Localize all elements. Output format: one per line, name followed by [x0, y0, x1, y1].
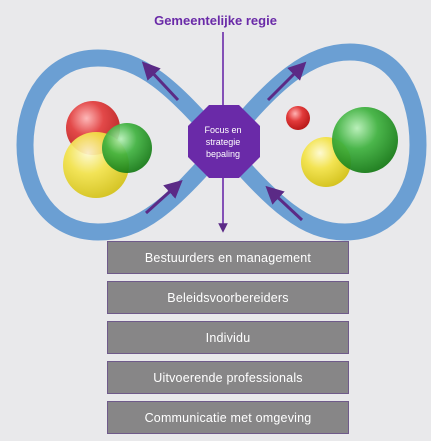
flow-arrow-bottom-right	[265, 185, 304, 222]
ball-red-right	[286, 106, 310, 130]
ball-green-left	[102, 123, 152, 173]
center-label-line-3: bepaling	[205, 149, 241, 159]
bar-beleidsvoorbereiders: Beleidsvoorbereiders	[107, 281, 349, 314]
diagram-title: Gemeentelijke regie	[154, 13, 277, 28]
center-label-line-2: strategie	[205, 137, 241, 147]
center-label-line-1: Focus en	[204, 125, 242, 135]
flow-arrow-bottom-left	[144, 179, 183, 215]
stakeholder-bars: Bestuurders en management Beleidsvoorber…	[107, 241, 349, 441]
bar-individu: Individu	[107, 321, 349, 354]
ball-green-right	[332, 107, 398, 173]
flow-arrow-top-right	[266, 61, 307, 102]
bar-uitvoerende-professionals: Uitvoerende professionals	[107, 361, 349, 394]
bar-communicatie: Communicatie met omgeving	[107, 401, 349, 434]
center-octagon-label: Focus en strategie bepaling	[186, 124, 260, 160]
flow-arrow-top-left	[141, 61, 180, 102]
bar-bestuurders: Bestuurders en management	[107, 241, 349, 274]
center-octagon	[188, 105, 260, 178]
